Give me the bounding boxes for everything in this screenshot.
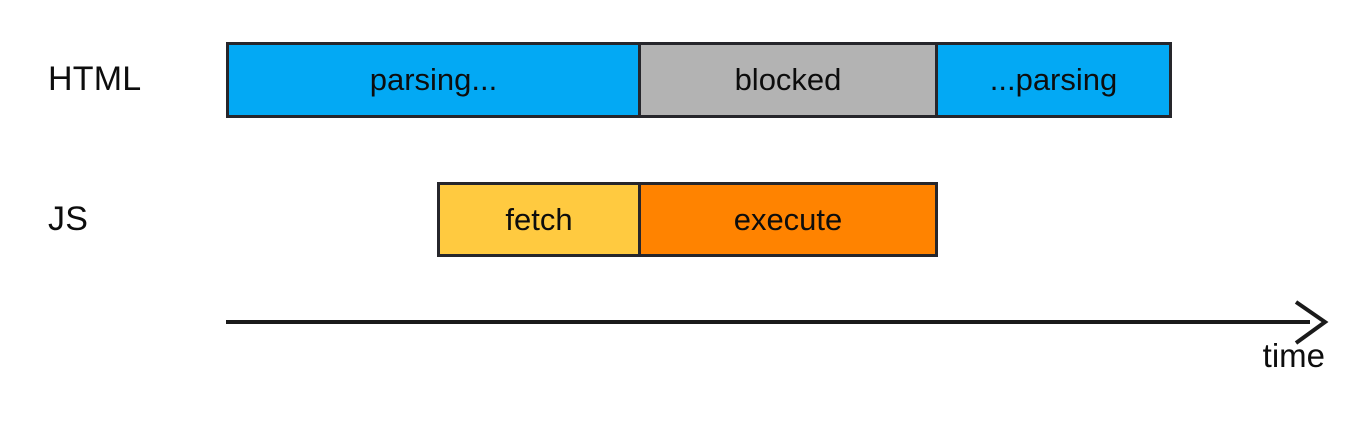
row-label-html: HTML — [48, 60, 142, 98]
time-axis-arrowhead — [1294, 300, 1329, 345]
timeline-bar-html: parsing... blocked ...parsing — [226, 42, 1172, 118]
segment-blocked: blocked — [638, 45, 935, 115]
segment-parsing-end: ...parsing — [935, 45, 1169, 115]
segment-fetch: fetch — [440, 185, 638, 254]
row-label-js: JS — [48, 200, 89, 238]
segment-execute: execute — [638, 185, 935, 254]
segment-fetch-label: fetch — [505, 201, 573, 237]
time-axis-arrow — [226, 300, 1329, 345]
segment-execute-label: execute — [733, 201, 843, 237]
segment-parsing-end-label: ...parsing — [989, 62, 1118, 97]
segment-parsing-start-label: parsing... — [369, 62, 498, 97]
timeline-bar-js: fetch execute — [437, 182, 938, 257]
time-axis-label: time — [1262, 337, 1325, 374]
segment-parsing-start: parsing... — [229, 45, 638, 115]
segment-blocked-label: blocked — [734, 62, 842, 97]
